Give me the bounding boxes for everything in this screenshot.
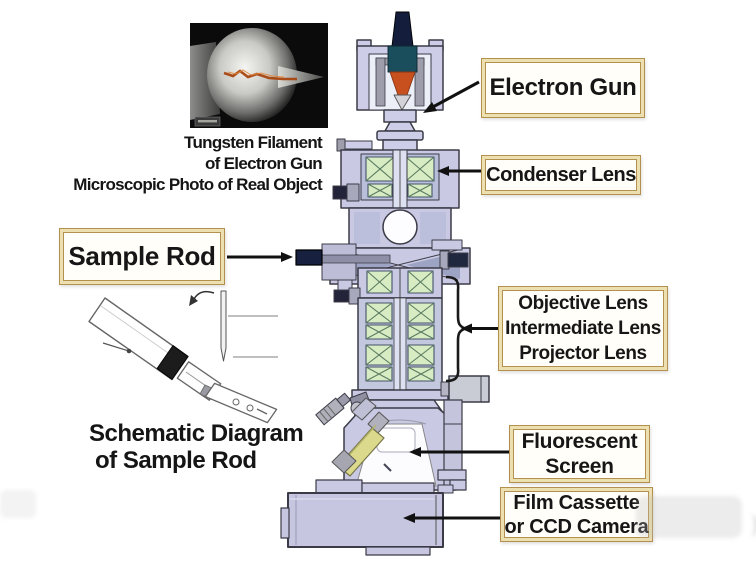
label-text: Projector Lens [519, 343, 647, 364]
label-text: Fluorescent [521, 430, 638, 453]
lens-stack-section [333, 267, 490, 403]
watermark-blur [636, 496, 742, 538]
label-text: Electron Gun [489, 74, 637, 101]
binocular-tube [331, 411, 390, 477]
label-text: Screen [545, 455, 614, 478]
sample-rod-schematic [88, 290, 278, 424]
condenser-section [332, 149, 460, 209]
sample-rod-inserted [295, 249, 323, 266]
label-sample-rod: Sample Rod [59, 228, 225, 285]
watermark-mark [744, 514, 756, 537]
arrow-fluorescent-screen [409, 447, 509, 457]
label-fluorescent-screen: Fluorescent Screen [509, 425, 650, 483]
label-text: Intermediate Lens [505, 318, 661, 339]
filament-photo [190, 23, 328, 128]
label-electron-gun: Electron Gun [481, 58, 645, 118]
electron-gun-assembly [356, 11, 444, 111]
label-text: Condenser Lens [486, 163, 636, 186]
label-text: Sample Rod [68, 241, 216, 271]
arrow-sample-rod [227, 252, 293, 262]
label-text: or CCD Camera [504, 515, 649, 538]
gun-column-neck [336, 109, 424, 153]
arrow-film-cassette [403, 513, 500, 523]
sample-rod-schematic-caption: Schematic Diagram of Sample Rod [89, 420, 304, 474]
arrow-lens-group [461, 323, 498, 334]
label-condenser-lens: Condenser Lens [481, 155, 641, 195]
label-lens-group: Objective Lens Intermediate Lens Project… [498, 286, 668, 371]
label-text: Film Cassette [513, 491, 640, 514]
callout-arrows [227, 80, 509, 523]
label-film-cassette: Film Cassette or CCD Camera [500, 487, 653, 542]
viewport-section [348, 207, 452, 249]
label-text: Objective Lens [518, 293, 648, 314]
film-cassette-box [287, 492, 444, 548]
arrow-electron-gun [423, 80, 480, 113]
filament-photo-caption: Tungsten Filament of Electron Gun Micros… [73, 133, 322, 194]
camera-base-section [280, 479, 454, 556]
watermark-corner [0, 490, 36, 518]
arrow-condenser-lens [437, 166, 481, 176]
